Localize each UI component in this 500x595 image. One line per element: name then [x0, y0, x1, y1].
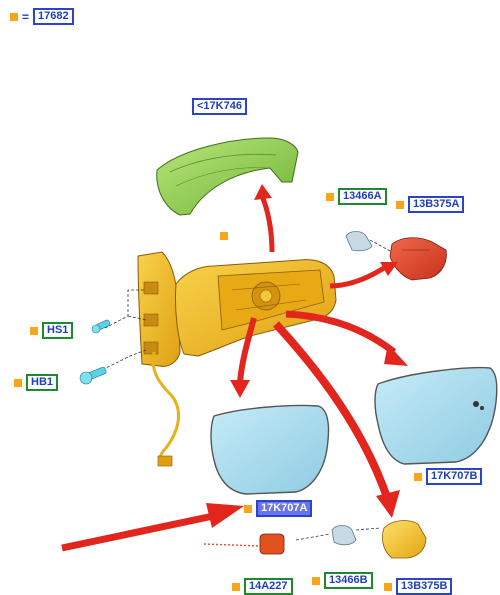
- label-glass-right: 17K707B: [414, 468, 483, 485]
- glass-right-part-number: 17K707B: [426, 468, 483, 485]
- screw-hs1-part-number: HS1: [42, 322, 74, 339]
- bolt-hb1-part-number: HB1: [26, 374, 59, 391]
- label-bolt-hb1: HB1: [14, 374, 59, 391]
- legend-base-part: = 17682: [10, 8, 74, 25]
- marker-square: [30, 326, 38, 335]
- label-cover: <17K746: [192, 98, 247, 115]
- marker-square: [232, 582, 240, 591]
- label-lamp-bulb-bottom: 13466B: [312, 572, 373, 589]
- label-screw-hs1: HS1: [30, 322, 74, 339]
- marker-square: [10, 12, 18, 21]
- label-connector: 14A227: [232, 578, 293, 595]
- marker-square: [326, 192, 334, 201]
- marker-square: [414, 472, 422, 481]
- wire-harness: [151, 351, 181, 467]
- label-lamp-housing-bottom: 13B375B: [384, 578, 453, 595]
- marker-square: [244, 504, 252, 513]
- lamp-housing-bottom-part-number: 13B375B: [396, 578, 453, 595]
- label-lamp-bulb-top: 13466A: [326, 188, 387, 205]
- label-lamp-housing-top: 13B375A: [396, 196, 465, 213]
- connector-part-number: 14A227: [244, 578, 293, 595]
- lamp-bulb-bottom-part: [331, 525, 357, 546]
- equals-sign: =: [22, 9, 30, 24]
- base-part-number: 17682: [33, 8, 74, 25]
- bolt-hb1-part: [79, 366, 107, 385]
- connector-part: [203, 533, 285, 555]
- lamp-housing-top-part-number: 13B375A: [408, 196, 465, 213]
- leader-lines: [97, 239, 393, 541]
- screw-hs1-part: [91, 319, 111, 334]
- mirror-housing: [175, 259, 337, 357]
- mirror-glass-left-part: [210, 404, 330, 495]
- lamp-bulb-bottom-part-number: 13466B: [324, 572, 373, 589]
- label-glass-left: 17K707A: [244, 500, 313, 517]
- lamp-housing-bottom-part: [382, 520, 427, 559]
- explode-arrows: [61, 184, 408, 552]
- glass-left-part-number: 17K707A: [256, 500, 313, 517]
- mirror-base-bracket: [137, 251, 181, 367]
- mirror-cover: [156, 137, 299, 216]
- marker-square: [312, 576, 320, 585]
- marker-square: [396, 200, 404, 209]
- lamp-housing-top-part: [389, 237, 447, 281]
- mirror-glass-right-part: [374, 366, 498, 465]
- lamp-bulb-top-part: [345, 231, 373, 252]
- marker-square: [384, 582, 392, 591]
- housing-marker: [220, 232, 228, 240]
- cover-part-number: <17K746: [192, 98, 247, 115]
- lamp-bulb-top-part-number: 13466A: [338, 188, 387, 205]
- marker-square: [14, 378, 22, 387]
